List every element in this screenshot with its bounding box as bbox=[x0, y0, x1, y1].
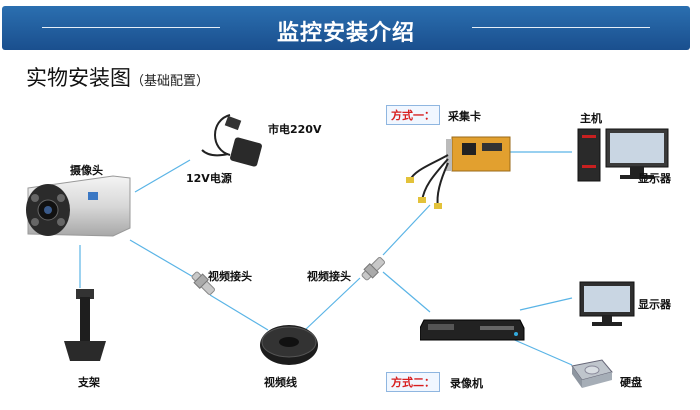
power-adapter-icon bbox=[200, 110, 270, 175]
label-capture-card: 采集卡 bbox=[448, 108, 481, 124]
bracket-icon bbox=[60, 285, 110, 365]
label-monitor-top: 显示器 bbox=[638, 170, 671, 186]
hard-disk-icon bbox=[568, 356, 614, 390]
line-dvr-monitor bbox=[520, 298, 572, 310]
label-video-cable: 视频线 bbox=[264, 374, 297, 390]
video-connector-right-icon bbox=[356, 250, 392, 286]
dvr-icon bbox=[420, 312, 528, 346]
label-bracket: 支架 bbox=[78, 374, 100, 390]
method-two-tag: 方式二： bbox=[386, 372, 440, 392]
label-host: 主机 bbox=[580, 110, 602, 126]
label-video-connector-left: 视频接头 bbox=[208, 268, 252, 284]
label-video-connector-right: 视频接头 bbox=[307, 268, 351, 284]
camera-icon bbox=[18, 168, 138, 248]
cable-reel-icon bbox=[258, 322, 320, 368]
label-mains-power: 市电220V bbox=[268, 121, 321, 137]
line-camera-power bbox=[135, 160, 190, 192]
label-monitor-bottom: 显示器 bbox=[638, 296, 671, 312]
capture-card-icon bbox=[400, 125, 520, 215]
monitor-icon bbox=[578, 280, 636, 330]
method-one-tag: 方式一： bbox=[386, 105, 440, 125]
label-12v-power: 12V电源 bbox=[186, 170, 232, 186]
label-dvr: 录像机 bbox=[450, 375, 483, 391]
label-hard-disk: 硬盘 bbox=[620, 374, 642, 390]
label-camera: 摄像头 bbox=[70, 162, 103, 178]
